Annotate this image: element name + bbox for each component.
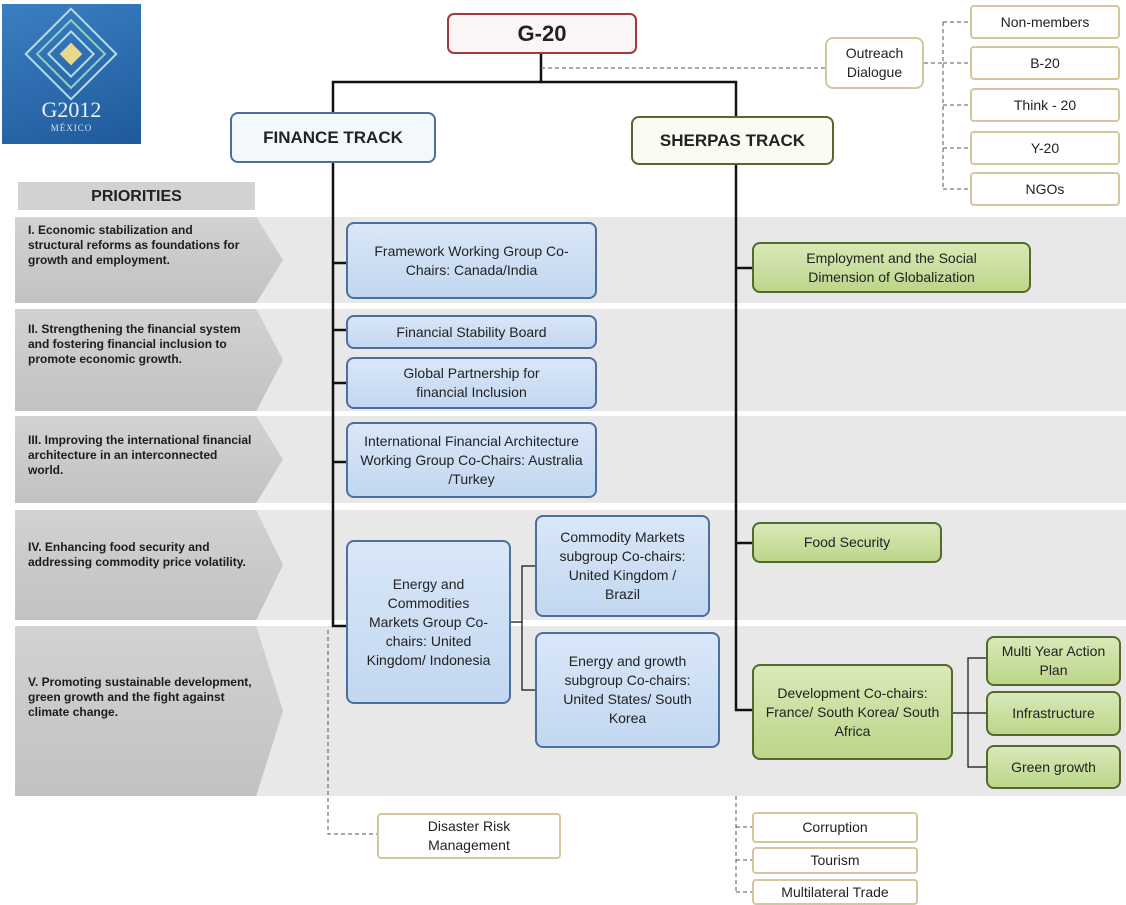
global-partnership-financial-inclusion: Global Partnership for financial Inclusi… [346, 357, 597, 409]
outreach-dialogue: Outreach Dialogue [825, 37, 924, 89]
international-financial-architecture-group: International Financial Architecture Wor… [346, 422, 597, 498]
disaster-risk-management: Disaster Risk Management [377, 813, 561, 859]
commodity-markets-subgroup: Commodity Markets subgroup Co-chairs: Un… [535, 515, 710, 617]
outreach-ngos: NGOs [970, 172, 1120, 206]
priority-2: II. Strengthening the financial system a… [28, 322, 241, 366]
framework-working-group: Framework Working Group Co-Chairs: Canad… [346, 222, 597, 299]
priority-arrow-4 [15, 510, 283, 620]
energy-growth-subgroup: Energy and growth subgroup Co-chairs: Un… [535, 632, 720, 748]
priority-4: IV. Enhancing food security and addressi… [28, 540, 246, 569]
energy-commodities-markets-group: Energy and Commodities Markets Group Co-… [346, 540, 511, 704]
financial-stability-board: Financial Stability Board [346, 315, 597, 349]
priority-arrow-5 [15, 626, 283, 796]
infrastructure: Infrastructure [986, 691, 1121, 736]
priority-arrow-2 [15, 309, 283, 411]
employment-social-dimension: Employment and the Social Dimension of G… [752, 242, 1031, 293]
outreach-y20: Y-20 [970, 131, 1120, 165]
g20-root: G-20 [447, 13, 637, 54]
development-group: Development Co-chairs: France/ South Kor… [752, 664, 953, 760]
priorities-header: PRIORITIES [18, 182, 255, 210]
sherpas-track: SHERPAS TRACK [631, 116, 834, 165]
priority-5: V. Promoting sustainable development, gr… [28, 675, 252, 719]
outreach-b20: B-20 [970, 46, 1120, 80]
logo-subtext: MÉXICO [50, 123, 93, 133]
multi-year-action-plan: Multi Year Action Plan [986, 636, 1121, 686]
finance-track: FINANCE TRACK [230, 112, 436, 163]
priority-3: III. Improving the international financi… [28, 433, 252, 477]
outreach-non-members: Non-members [970, 5, 1120, 39]
food-security: Food Security [752, 522, 942, 563]
g2012-logo: G2012 MÉXICO [2, 4, 141, 144]
tourism: Tourism [752, 847, 918, 874]
priority-1: I. Economic stabilization and structural… [28, 223, 240, 267]
green-growth: Green growth [986, 745, 1121, 789]
corruption: Corruption [752, 812, 918, 843]
multilateral-trade: Multilateral Trade [752, 879, 918, 905]
priority-arrow-3 [15, 416, 283, 503]
logo-text: G2012 [41, 97, 102, 122]
outreach-think20: Think - 20 [970, 88, 1120, 122]
priority-arrow-1 [15, 217, 283, 303]
